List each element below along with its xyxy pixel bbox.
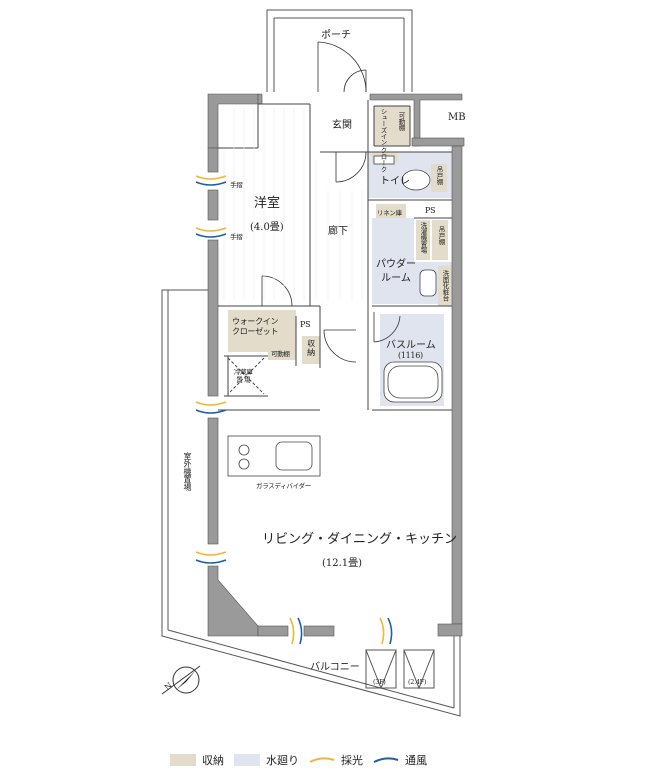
legend-label-wind: 通風 (405, 754, 427, 767)
balcony-area (161, 289, 461, 717)
glass-partition-label: ガラスディバイダー (256, 482, 311, 490)
floor-24f-label: (2.4F) (408, 678, 427, 686)
shoes-in-closet-label: シューズイン クローク (379, 108, 387, 172)
ldk-size: (12.1畳) (322, 558, 363, 569)
porch-label: ポーチ (321, 30, 351, 41)
balcony-label: バルコニー (310, 662, 360, 673)
toilet-shelf-label: 吊戸棚 (435, 166, 443, 185)
interior-walls (218, 100, 452, 411)
ldk-label: リビング・ダイニング・キッチン (262, 532, 458, 547)
legend-item-wind: 通風 (373, 752, 427, 768)
legend-wind-icon (373, 757, 399, 763)
ps-lower-label: PS (300, 320, 311, 329)
entry-door (317, 41, 367, 93)
fridge-label: 冷蔵庫 置 場 (234, 368, 253, 385)
light-wind-marks (195, 175, 393, 645)
toilet-label: トイレ (380, 176, 410, 187)
handrail-2-label: 手摺 (230, 233, 243, 241)
outer-walls (207, 93, 465, 637)
legend-light-icon (309, 757, 335, 763)
legend-label-storage: 収納 (202, 754, 224, 767)
north-arrow (161, 665, 201, 695)
western-room-size: (4.0畳) (250, 222, 284, 233)
washer-label: 洗濯機置場 (419, 222, 427, 254)
bathroom-label: バスルーム (386, 340, 436, 351)
mb-label: MB (448, 112, 466, 123)
outdoor-unit-label: 室外機置場 (183, 452, 192, 491)
legend-label-light: 採光 (341, 754, 363, 767)
entrance-label: 玄関 (332, 120, 352, 131)
wic-label: ウォークイン クローゼット (232, 317, 279, 337)
storage-label: 収納 (307, 339, 315, 357)
toilet-fixture (373, 155, 431, 191)
powder-shelf-label: 吊戸棚 (437, 226, 445, 245)
linen-label: リネン庫 (377, 209, 402, 217)
floor-3f-label: (3F) (373, 678, 386, 686)
bathtub-fixture (383, 361, 443, 403)
legend-item-storage: 収納 (170, 752, 224, 768)
western-room-label: 洋室 (254, 196, 281, 211)
wic-shelf-label: 可動棚 (271, 350, 290, 358)
legend-item-water: 水廻り (234, 752, 299, 768)
powder-room-label: パウダー ルーム (376, 259, 416, 284)
entry-shelf-label: 可動棚 (397, 112, 405, 131)
legend: 収納 水廻り 採光 通風 (170, 752, 427, 768)
bathroom-size: (1116) (398, 351, 423, 360)
legend-swatch-storage (170, 754, 196, 766)
legend-swatch-water (234, 754, 260, 766)
ps-upper-label: PS (425, 206, 436, 215)
legend-label-water: 水廻り (266, 754, 299, 767)
floor-lines (223, 108, 363, 300)
vanity-label: 洗面化粧台 (441, 270, 449, 302)
handrail-1-label: 手摺 (230, 181, 243, 189)
room-doors (261, 151, 401, 363)
porch-area (266, 9, 413, 92)
corridor-label: 廊下 (328, 226, 348, 237)
kitchen-counter (227, 435, 321, 477)
washbasin-fixture (419, 269, 437, 297)
legend-item-light: 採光 (309, 752, 363, 768)
